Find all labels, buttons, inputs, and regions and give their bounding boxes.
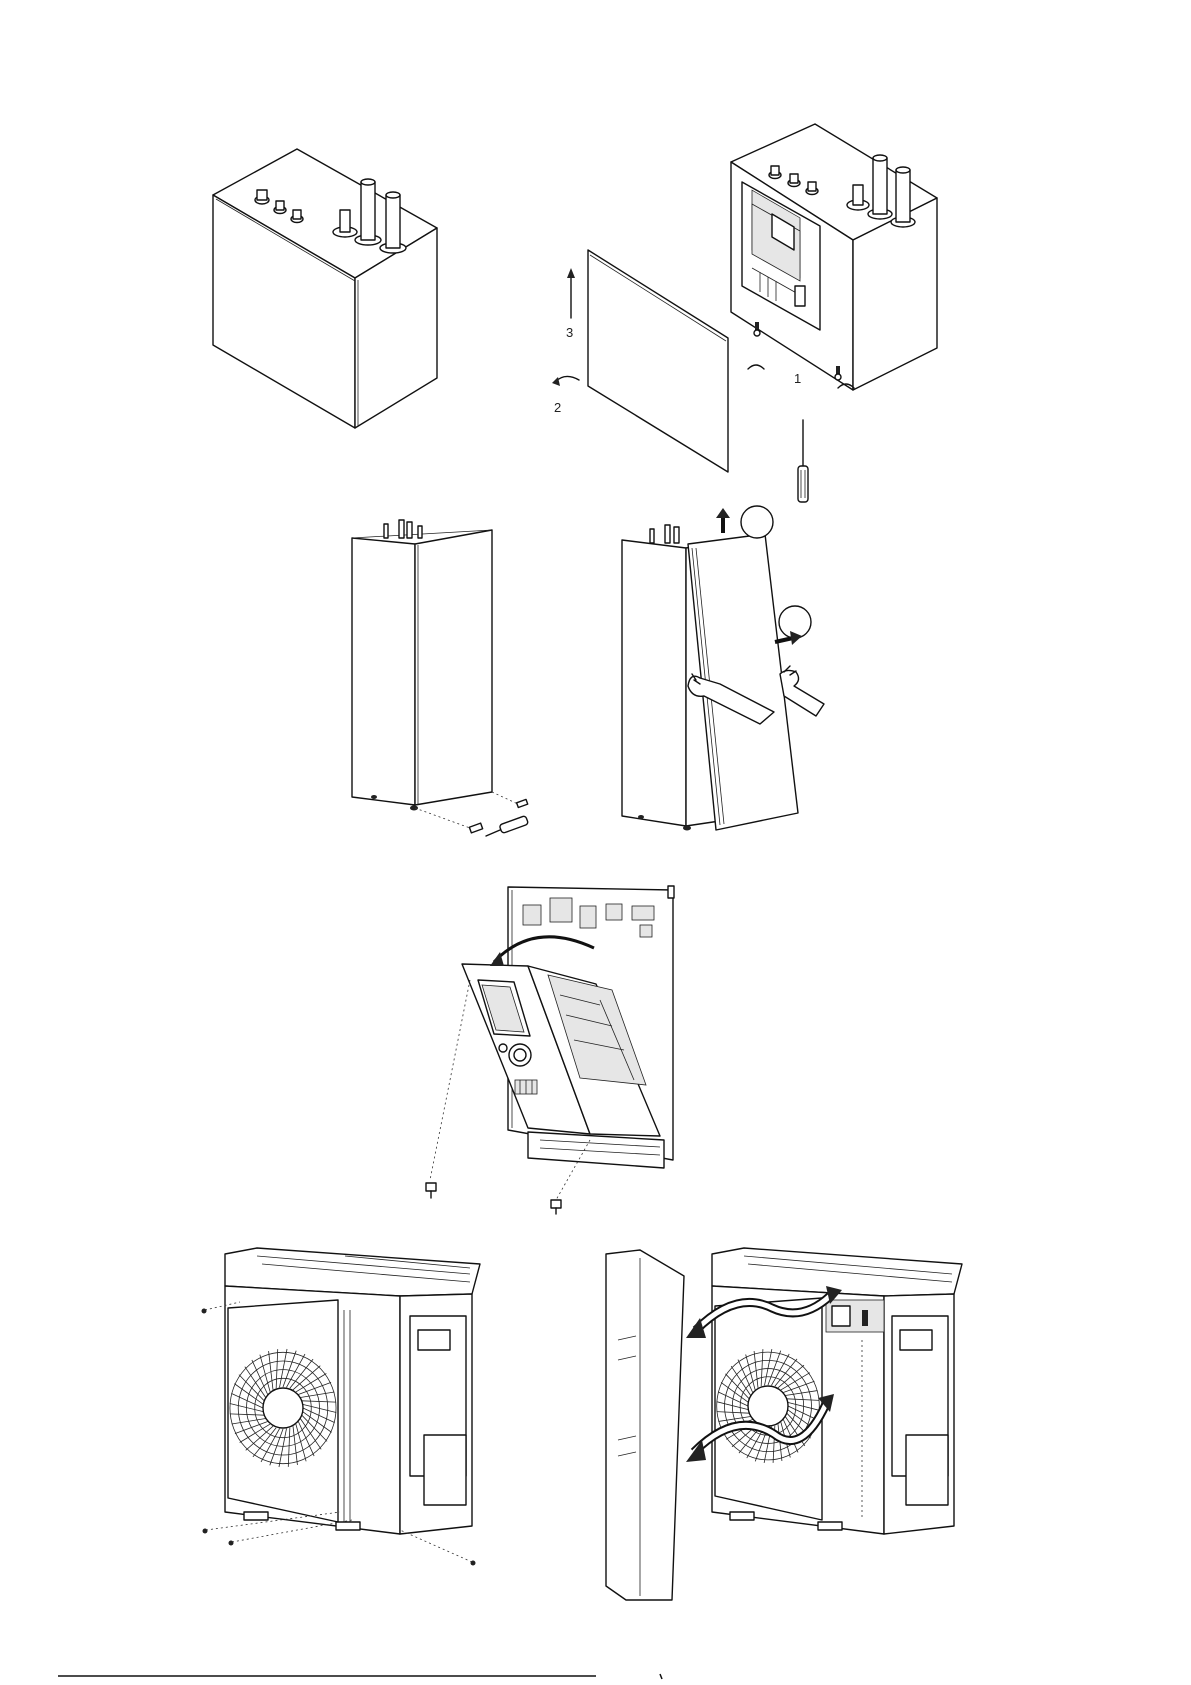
step-circle-1 bbox=[741, 506, 773, 538]
screwdriver-icon bbox=[486, 816, 529, 836]
footer-mark bbox=[660, 1674, 662, 1679]
step-label-3: 3 bbox=[566, 325, 573, 340]
step-label-1: 1 bbox=[794, 371, 801, 386]
figure-tall-unit-panel-removal bbox=[622, 506, 824, 831]
removed-front-panel bbox=[588, 250, 728, 472]
fan-grille-icon bbox=[715, 1298, 822, 1520]
figure-open-indoor-unit bbox=[731, 124, 937, 390]
step-2-rotate-arrow-icon bbox=[552, 376, 579, 386]
figure-control-box-open bbox=[426, 886, 674, 1214]
step-3-arrow-up-icon bbox=[567, 268, 575, 318]
figure-tall-unit-closed bbox=[352, 520, 529, 836]
hand-icon bbox=[780, 666, 824, 716]
figure-outdoor-unit-panel-removed bbox=[606, 1248, 962, 1600]
screw-icon bbox=[471, 1561, 476, 1566]
arrow-up-icon bbox=[716, 508, 730, 533]
screw-icon bbox=[203, 1529, 208, 1534]
screw-icon bbox=[202, 1309, 207, 1314]
screwdriver-icon bbox=[798, 420, 808, 502]
step-label-2: 2 bbox=[554, 400, 561, 415]
figure-outdoor-unit-closed bbox=[202, 1248, 481, 1566]
screw-icon bbox=[229, 1541, 234, 1546]
fan-grille-icon bbox=[228, 1300, 338, 1522]
figure-closed-indoor-unit bbox=[213, 149, 437, 428]
